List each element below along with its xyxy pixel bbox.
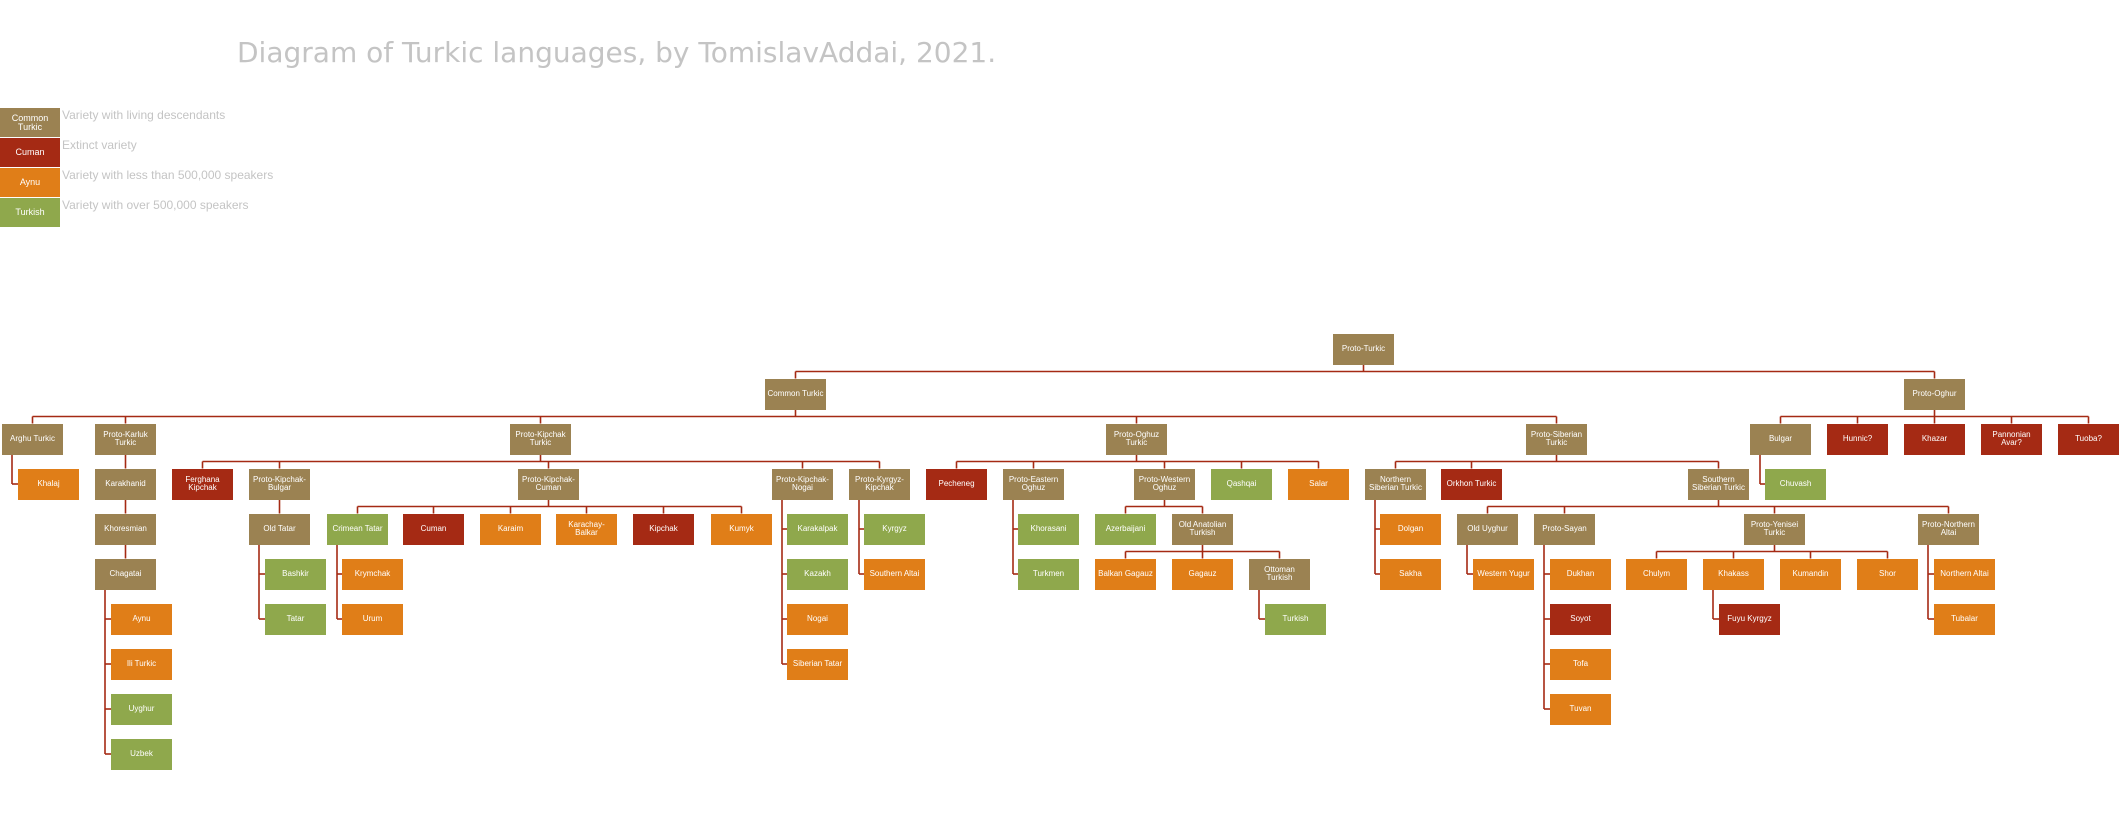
node-old-uyghur: Old Uyghur — [1457, 513, 1518, 545]
node-fuyu-kyrgyz: Fuyu Kyrgyz — [1719, 603, 1780, 635]
node-ferghana-kipchak: Ferghana Kipchak — [172, 468, 233, 500]
node-proto-oghuz-turkic: Proto-Oghuz Turkic — [1106, 423, 1167, 455]
node-bulgar: Bulgar — [1750, 423, 1811, 455]
node-common-turkic: Common Turkic — [765, 378, 826, 410]
node-northern-altai: Northern Altai — [1934, 558, 1995, 590]
node-karakalpak: Karakalpak — [787, 513, 848, 545]
node-aynu: Aynu — [111, 603, 172, 635]
node-bashkir: Bashkir — [265, 558, 326, 590]
legend-swatch-small: Aynu — [0, 168, 60, 198]
node-balkan-gagauz: Balkan Gagauz — [1095, 558, 1156, 590]
node-cuman: Cuman — [403, 513, 464, 545]
node-karaim: Karaim — [480, 513, 541, 545]
node-tuoba: Tuoba? — [2058, 423, 2119, 455]
node-nogai: Nogai — [787, 603, 848, 635]
node-chuvash: Chuvash — [1765, 468, 1826, 500]
node-khalaj: Khalaj — [18, 468, 79, 500]
node-karachay-balkar: Karachay-Balkar — [556, 513, 617, 545]
node-northern-siberian-turkic: Northern Siberian Turkic — [1365, 468, 1426, 500]
node-uyghur: Uyghur — [111, 693, 172, 725]
node-kyrgyz: Kyrgyz — [864, 513, 925, 545]
legend-swatch-living: Common Turkic — [0, 108, 60, 138]
legend-swatch-extinct: Cuman — [0, 138, 60, 168]
node-khorasani: Khorasani — [1018, 513, 1079, 545]
legend-item-extinct: Cuman Extinct variety — [0, 138, 137, 168]
node-proto-sayan: Proto-Sayan — [1534, 513, 1595, 545]
legend-label-extinct: Extinct variety — [62, 138, 137, 152]
node-tatar: Tatar — [265, 603, 326, 635]
node-uzbek: Uzbek — [111, 738, 172, 770]
node-dukhan: Dukhan — [1550, 558, 1611, 590]
legend-item-small: Aynu Variety with less than 500,000 spea… — [0, 168, 273, 198]
node-urum: Urum — [342, 603, 403, 635]
node-kumyk: Kumyk — [711, 513, 772, 545]
node-khazar: Khazar — [1904, 423, 1965, 455]
node-pannonian-avar: Pannonian Avar? — [1981, 423, 2042, 455]
legend-label-large: Variety with over 500,000 speakers — [62, 198, 249, 212]
legend-item-large: Turkish Variety with over 500,000 speake… — [0, 198, 249, 228]
node-proto-western-oghuz: Proto-Western Oghuz — [1134, 468, 1195, 500]
node-proto-siberian-turkic: Proto-Siberian Turkic — [1526, 423, 1587, 455]
node-proto-kipchak-nogai: Proto-Kipchak-Nogai — [772, 468, 833, 500]
node-proto-northern-altai: Proto-Northern Altai — [1918, 513, 1979, 545]
node-proto-yenisei-turkic: Proto-Yenisei Turkic — [1744, 513, 1805, 545]
node-proto-kyrgyz-kipchak: Proto-Kyrgyz-Kipchak — [849, 468, 910, 500]
node-proto-kipchak-cuman: Proto-Kipchak-Cuman — [518, 468, 579, 500]
node-salar: Salar — [1288, 468, 1349, 500]
node-siberian-tatar: Siberian Tatar — [787, 648, 848, 680]
node-kumandin: Kumandin — [1780, 558, 1841, 590]
node-old-tatar: Old Tatar — [249, 513, 310, 545]
node-proto-kipchak-bulgar: Proto-Kipchak-Bulgar — [249, 468, 310, 500]
node-arghu-turkic: Arghu Turkic — [2, 423, 63, 455]
legend-label-living: Variety with living descendants — [62, 108, 226, 122]
node-orkhon-turkic: Orkhon Turkic — [1441, 468, 1502, 500]
node-old-anatolian-turkish: Old Anatolian Turkish — [1172, 513, 1233, 545]
node-khoresmian: Khoresmian — [95, 513, 156, 545]
node-crimean-tatar: Crimean Tatar — [327, 513, 388, 545]
node-proto-eastern-oghuz: Proto-Eastern Oghuz — [1003, 468, 1064, 500]
node-shor: Shor — [1857, 558, 1918, 590]
node-soyot: Soyot — [1550, 603, 1611, 635]
node-pecheneg: Pecheneg — [926, 468, 987, 500]
diagram-title: Diagram of Turkic languages, by Tomislav… — [237, 36, 997, 69]
node-proto-oghur: Proto-Oghur — [1904, 378, 1965, 410]
node-chulym: Chulym — [1626, 558, 1687, 590]
node-karakhanid: Karakhanid — [95, 468, 156, 500]
node-tubalar: Tubalar — [1934, 603, 1995, 635]
node-chagatai: Chagatai — [95, 558, 156, 590]
node-azerbaijani: Azerbaijani — [1095, 513, 1156, 545]
node-tofa: Tofa — [1550, 648, 1611, 680]
node-ili-turkic: Ili Turkic — [111, 648, 172, 680]
node-proto-turkic: Proto-Turkic — [1333, 333, 1394, 365]
node-kipchak: Kipchak — [633, 513, 694, 545]
node-western-yugur: Western Yugur — [1473, 558, 1534, 590]
node-tuvan: Tuvan — [1550, 693, 1611, 725]
node-gagauz: Gagauz — [1172, 558, 1233, 590]
node-khakass: Khakass — [1703, 558, 1764, 590]
node-turkish: Turkish — [1265, 603, 1326, 635]
node-dolgan: Dolgan — [1380, 513, 1441, 545]
node-sakha: Sakha — [1380, 558, 1441, 590]
node-proto-karluk-turkic: Proto-Karluk Turkic — [95, 423, 156, 455]
node-southern-siberian-turkic: Southern Siberian Turkic — [1688, 468, 1749, 500]
legend-item-living: Common Turkic Variety with living descen… — [0, 108, 225, 138]
node-proto-kipchak-turkic: Proto-Kipchak Turkic — [510, 423, 571, 455]
node-hunnic: Hunnic? — [1827, 423, 1888, 455]
legend-label-small: Variety with less than 500,000 speakers — [62, 168, 274, 182]
node-kazakh: Kazakh — [787, 558, 848, 590]
node-ottoman-turkish: Ottoman Turkish — [1249, 558, 1310, 590]
legend-swatch-large: Turkish — [0, 198, 60, 228]
node-turkmen: Turkmen — [1018, 558, 1079, 590]
node-southern-altai: Southern Altai — [864, 558, 925, 590]
node-qashqai: Qashqai — [1211, 468, 1272, 500]
node-krymchak: Krymchak — [342, 558, 403, 590]
